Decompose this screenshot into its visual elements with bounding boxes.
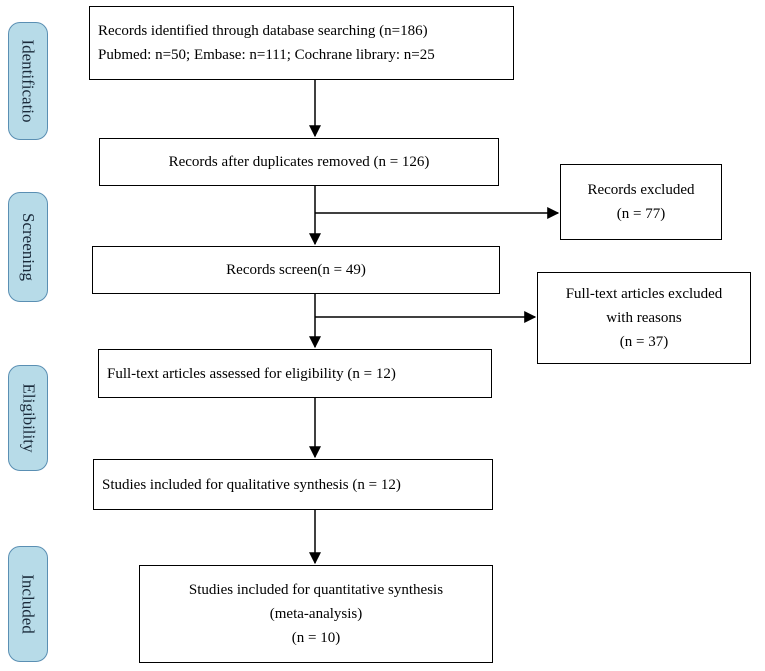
records-screen-line1: Records screen(n = 49): [226, 262, 366, 278]
quantitative-line1: Studies included for quantitative synthe…: [188, 582, 444, 598]
box-records-identified: Records identified through database sear…: [89, 6, 514, 80]
quantitative-line2: (meta-analysis): [269, 606, 363, 622]
box-quantitative-synthesis: Studies included for quantitative synthe…: [139, 565, 493, 663]
box-qualitative-synthesis: Studies included for qualitative synthes…: [93, 459, 493, 510]
box-fulltext-assessed: Full-text articles assessed for eligibil…: [98, 349, 492, 398]
duplicates-line1: Records after duplicates removed (n = 12…: [168, 154, 430, 170]
stage-identification: Identificatio: [8, 22, 48, 140]
fulltext-excluded-line2: with reasons: [606, 310, 682, 326]
box-fulltext-excluded: Full-text articles excluded with reasons…: [537, 272, 751, 364]
box-records-excluded: Records excluded (n = 77): [560, 164, 722, 240]
qualitative-line1: Studies included for qualitative synthes…: [102, 476, 401, 493]
quantitative-line3: (n = 10): [291, 630, 341, 646]
fulltext-excluded-line3: (n = 37): [619, 334, 669, 350]
records-excluded-line2: (n = 77): [616, 206, 666, 222]
records-excluded-line1: Records excluded: [587, 182, 695, 198]
stage-eligibility: Eligibility: [8, 365, 48, 471]
stage-screening: Screening: [8, 192, 48, 302]
fulltext-excluded-line1: Full-text articles excluded: [565, 286, 723, 302]
identified-line1: Records identified through database sear…: [98, 23, 428, 39]
fulltext-assessed-line1: Full-text articles assessed for eligibil…: [107, 365, 396, 382]
identified-line2: Pubmed: n=50; Embase: n=111; Cochrane li…: [98, 47, 435, 63]
box-duplicates-removed: Records after duplicates removed (n = 12…: [99, 138, 499, 186]
box-records-screen: Records screen(n = 49): [92, 246, 500, 294]
stage-included: Included: [8, 546, 48, 662]
